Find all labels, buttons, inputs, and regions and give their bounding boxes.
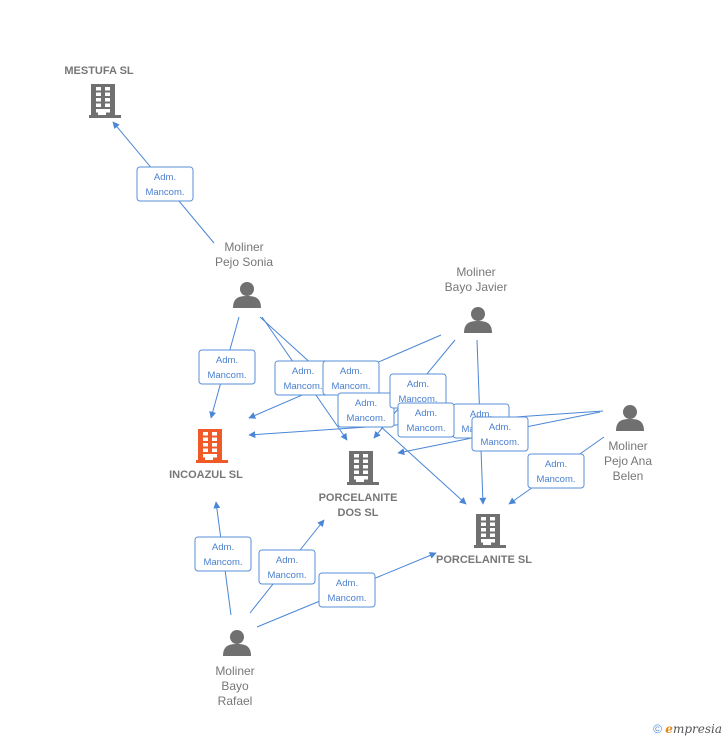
node-label: Moliner bbox=[215, 664, 254, 678]
edge-label-rafael-to-incoazul: Adm. Mancom. bbox=[194, 536, 252, 572]
company-node-incoazul[interactable]: INCOAZUL SL bbox=[169, 429, 243, 481]
node-label: DOS SL bbox=[338, 507, 379, 519]
edge-label-text: Adm. bbox=[154, 172, 176, 183]
edge-label-text: Mancom. bbox=[283, 381, 322, 392]
edge-label-box bbox=[198, 349, 256, 385]
footer-credit: © empresia bbox=[653, 722, 722, 736]
edge-label-text: Adm. bbox=[415, 408, 437, 419]
edge-labels-layer: Adm. Mancom. Adm. Mancom. Adm. Mancom. Adm. Man… bbox=[136, 166, 585, 608]
edge-label-text: Mancom. bbox=[331, 381, 370, 392]
node-label: Moliner bbox=[224, 240, 263, 254]
edge-label-box bbox=[258, 549, 316, 585]
person-icon bbox=[223, 630, 251, 656]
edge-label-text: Mancom. bbox=[203, 557, 242, 568]
edge-label-sonia-to-porcelanite: Adm. Mancom. bbox=[322, 360, 380, 396]
edge-label-text: Mancom. bbox=[327, 593, 366, 604]
edge-label-box bbox=[136, 166, 194, 202]
building-icon bbox=[89, 84, 121, 118]
person-icon bbox=[616, 405, 644, 431]
edge-label-box bbox=[318, 572, 376, 608]
edge-label-box bbox=[471, 416, 529, 452]
node-label: MESTUFA SL bbox=[64, 65, 134, 77]
edge-label-text: Mancom. bbox=[480, 437, 519, 448]
edge-label-box bbox=[194, 536, 252, 572]
brand-logo: empresia bbox=[665, 722, 722, 736]
node-label: Pejo Ana bbox=[604, 454, 652, 468]
edge-label-ana-to-porcelanite: Adm. Mancom. bbox=[527, 453, 585, 489]
edge-label-ana-to-porcelanite_dos: Adm. Mancom. bbox=[397, 402, 455, 438]
edge-label-sonia-to-porcelanite_dos: Adm. Mancom. bbox=[274, 360, 332, 396]
edge-label-text: Mancom. bbox=[346, 413, 385, 424]
node-label: Moliner bbox=[456, 265, 495, 279]
edge-label-text: Adm. bbox=[407, 379, 429, 390]
edge-label-sonia-to-incoazul: Adm. Mancom. bbox=[198, 349, 256, 385]
building-icon bbox=[474, 514, 506, 548]
edge-label-text: Adm. bbox=[340, 366, 362, 377]
company-node-porcelanite_dos[interactable]: PORCELANITE DOS SL bbox=[319, 451, 398, 519]
copyright-icon: © bbox=[653, 722, 662, 736]
edge-label-text: Adm. bbox=[336, 578, 358, 589]
edge-label-text: Mancom. bbox=[536, 474, 575, 485]
person-icon bbox=[233, 282, 261, 308]
edge-label-box bbox=[527, 453, 585, 489]
edge-label-text: Mancom. bbox=[406, 423, 445, 434]
edge-label-rafael-to-porcelanite: Adm. Mancom. bbox=[318, 572, 376, 608]
edge-label-text: Adm. bbox=[470, 409, 492, 420]
building-icon bbox=[196, 429, 228, 463]
edge-label-javier-to-incoazul: Adm. Mancom. bbox=[337, 392, 395, 428]
building-icon bbox=[347, 451, 379, 485]
node-label: PORCELANITE bbox=[319, 492, 398, 504]
node-label: Moliner bbox=[608, 439, 647, 453]
edge-label-text: Adm. bbox=[292, 366, 314, 377]
node-label: Rafael bbox=[218, 694, 253, 708]
node-label: Bayo bbox=[221, 679, 249, 693]
edge-label-text: Mancom. bbox=[207, 370, 246, 381]
node-label: Belen bbox=[613, 469, 644, 483]
edge-label-text: Mancom. bbox=[398, 394, 437, 405]
node-label: Bayo Javier bbox=[445, 280, 508, 294]
node-label: PORCELANITE SL bbox=[436, 554, 532, 566]
edge-label-text: Adm. bbox=[276, 555, 298, 566]
edge-label-text: Adm. bbox=[355, 398, 377, 409]
edge-label-text: Adm. bbox=[216, 355, 238, 366]
edge-label-text: Adm. bbox=[212, 542, 234, 553]
edge-label-rafael-to-porcelanite_dos: Adm. Mancom. bbox=[258, 549, 316, 585]
edge-label-box bbox=[337, 392, 395, 428]
edge-label-text: Mancom. bbox=[145, 187, 184, 198]
edge-label-text: Adm. bbox=[545, 459, 567, 470]
edge-label-text: Mancom. bbox=[267, 570, 306, 581]
edge-label-sonia-to-mestufa: Adm. Mancom. bbox=[136, 166, 194, 202]
person-icon bbox=[464, 307, 492, 333]
company-node-porcelanite[interactable]: PORCELANITE SL bbox=[436, 514, 532, 566]
edge-label-text: Adm. bbox=[489, 422, 511, 433]
edge-label-box bbox=[397, 402, 455, 438]
node-label: INCOAZUL SL bbox=[169, 469, 243, 481]
company-node-mestufa[interactable]: MESTUFA SL bbox=[64, 65, 134, 118]
node-label: Pejo Sonia bbox=[215, 255, 273, 269]
edge-label-ana-to-incoazul: Adm. Mancom. bbox=[471, 416, 529, 452]
edge-label-javier-to-porcelanite_dos: Adm. Mancom. bbox=[389, 373, 447, 409]
